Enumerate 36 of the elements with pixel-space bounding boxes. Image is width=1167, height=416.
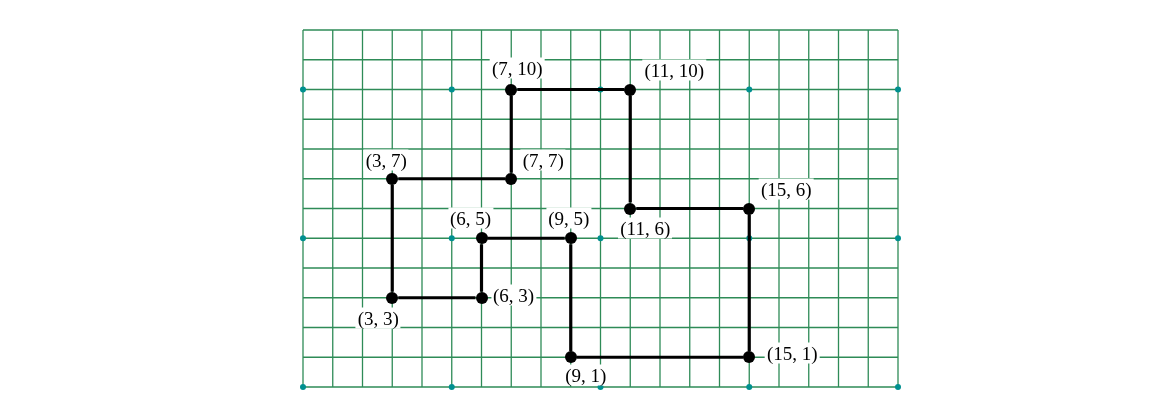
coordinate-label: (6, 5) [447,207,494,229]
coordinate-label: (7, 7) [520,149,566,171]
coordinate-label: (15, 1) [764,342,820,364]
polygon-edge [576,355,744,359]
polygon-edge [747,214,751,352]
coordinate-label: (6, 3) [490,284,537,306]
polygon-edge [479,244,484,292]
coordinate-label: (11, 10) [642,59,706,80]
vertex-dot [475,291,488,304]
vertex-dot [624,83,637,96]
polygon-edge [509,95,513,173]
polygon-edge [390,184,394,292]
vertex-dot [386,291,399,304]
polygon-edge [398,177,506,181]
vertex-dot [386,172,399,185]
vertex-dot [505,83,518,96]
polygon-edge [569,244,573,352]
coordinate-label: (9, 5) [546,207,592,229]
coordinate-label: (3, 7) [363,149,409,171]
polygon-edge [636,206,744,211]
vertex-dot [505,172,518,185]
coordinate-label: (7, 10) [489,57,545,78]
coordinate-label: (9, 1) [563,364,609,386]
vertex-dot [624,202,637,215]
coordinate-label: (11, 6) [618,217,673,238]
polygon-edge [628,95,632,203]
polygon-edge [517,87,625,92]
vertex-dot [564,232,577,245]
vertex-dot [475,232,488,245]
vertex-dot [743,351,756,364]
vertex-dot [564,351,577,364]
coordinate-label: (15, 6) [758,178,814,199]
polygon-edge [398,296,476,300]
coordinate-label: (3, 3) [355,307,401,329]
vertex-dot [743,202,756,215]
polygon-edge [487,236,565,240]
